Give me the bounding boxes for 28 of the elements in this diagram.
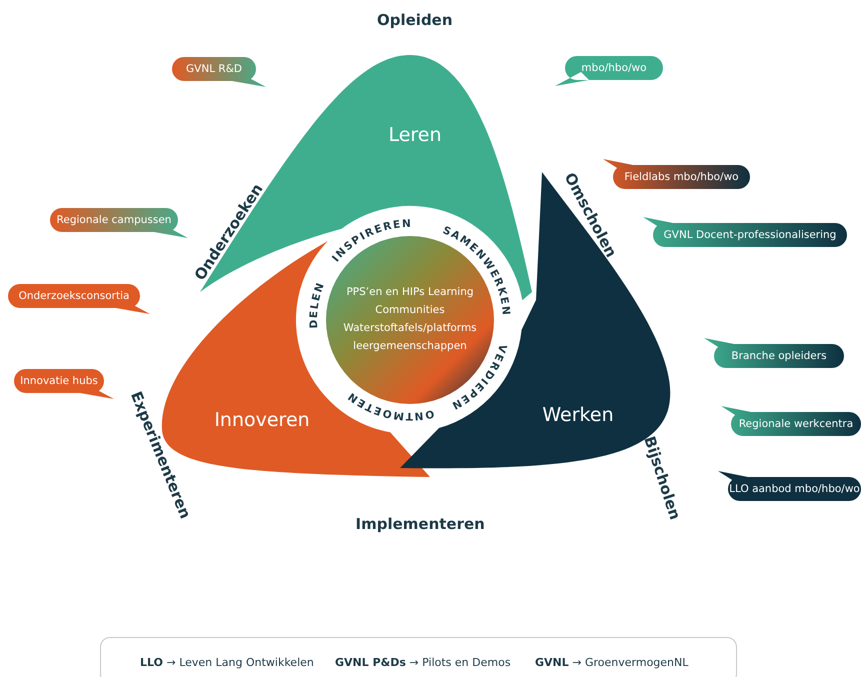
axis-label: Opleiden [377,11,453,29]
callout-text: Innovatie hubs [19,374,99,389]
speech-bubble [555,56,663,88]
petal-title: Werken [542,404,614,426]
callout-text: Fieldlabs mbo/hbo/wo [623,170,740,185]
abbreviation-note: GVNL P&Ds → Pilots en Demos [335,656,511,669]
center-text: Waterstoftafels/platforms [343,321,477,336]
callout-text: Onderzoeksconsortia [18,289,130,304]
speech-bubble [721,404,861,436]
speech-bubble [643,215,847,247]
petal-title: Innoveren [214,409,310,431]
axis-label: Implementeren [356,515,485,533]
speech-bubble [718,469,861,501]
callout-text: Regionale campussen [56,213,172,228]
speech-bubble [704,336,844,368]
speech-bubble [50,208,188,240]
callout-text: mbo/hbo/wo [580,61,648,76]
callout-text: GVNL R&D [185,62,243,77]
callout-text: Regionale werkcentra [738,417,854,432]
petal-title: Leren [388,124,442,146]
callout-text: Branche opleiders [730,349,828,364]
speech-bubble [172,57,266,89]
callout-text: GVNL Docent-professionalisering [662,228,838,243]
speech-bubble [8,284,150,316]
speech-bubble [14,369,114,401]
abbreviation-note: LLO → Leven Lang Ontwikkelen [140,656,314,669]
callout-text: LLO aanbod mbo/hbo/wo [728,482,861,497]
abbreviation-note: GVNL → GroenvermogenNL [535,656,688,669]
